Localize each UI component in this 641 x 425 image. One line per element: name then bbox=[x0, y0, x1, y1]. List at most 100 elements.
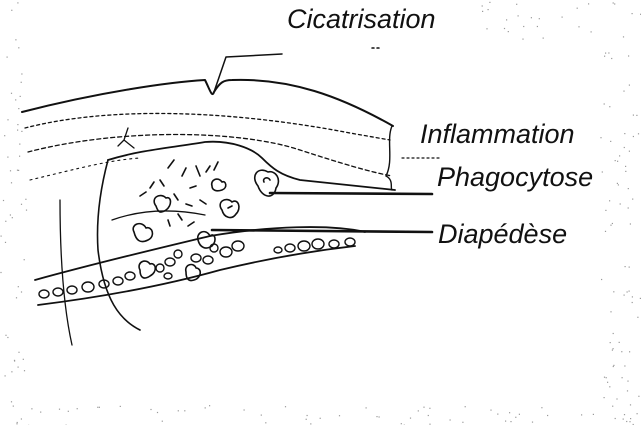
speckle-dot bbox=[637, 317, 638, 318]
speckle-dot bbox=[531, 17, 532, 18]
speckle-dot bbox=[629, 291, 630, 292]
speckle-dot bbox=[40, 412, 41, 413]
speckle-dot bbox=[5, 242, 6, 243]
speckle-dot bbox=[20, 96, 21, 97]
speckle-dot bbox=[1, 236, 2, 237]
speckle-dot bbox=[68, 411, 69, 412]
speckle-dot bbox=[630, 418, 631, 419]
speckle-dot bbox=[11, 93, 12, 94]
speckle-dot bbox=[627, 291, 628, 292]
speckle-dot bbox=[15, 99, 16, 100]
inner-boundary-line bbox=[112, 211, 205, 220]
speckle-dot bbox=[607, 382, 608, 383]
red-blood-cell bbox=[191, 254, 201, 262]
speckle-dot bbox=[581, 414, 582, 415]
speckle-dot bbox=[376, 416, 377, 417]
speckle-dot bbox=[532, 422, 533, 423]
speckle-dot bbox=[625, 166, 626, 167]
speckle-dot bbox=[401, 423, 402, 424]
speckle-dot bbox=[24, 370, 25, 371]
speckle-dot bbox=[465, 406, 466, 407]
speckle-dot bbox=[21, 82, 22, 83]
speckle-dot bbox=[632, 13, 633, 14]
speckle-dot bbox=[609, 200, 610, 201]
speckle-dot bbox=[616, 398, 617, 399]
speckle-dot bbox=[629, 351, 630, 352]
speckle-dot bbox=[543, 38, 544, 39]
speckle-dot bbox=[578, 26, 579, 27]
speckle-dot bbox=[429, 408, 430, 409]
speckle-dot bbox=[613, 291, 614, 292]
speckle-dot bbox=[617, 161, 618, 162]
speckle-dot bbox=[624, 365, 625, 366]
speckle-dot bbox=[608, 52, 609, 53]
speckle-dot bbox=[601, 279, 602, 280]
speckle-dot bbox=[21, 204, 22, 205]
speckle-dot bbox=[624, 414, 625, 415]
bacterium bbox=[188, 222, 194, 226]
speckle-dot bbox=[615, 160, 616, 161]
speckle-dot bbox=[5, 335, 6, 336]
speckle-dot bbox=[209, 405, 210, 406]
speckle-dot bbox=[285, 406, 286, 407]
speckle-dot bbox=[16, 297, 17, 298]
speckle-dot bbox=[515, 417, 516, 418]
speckle-dot bbox=[423, 407, 424, 408]
speckle-dot bbox=[627, 381, 628, 382]
red-blood-cell bbox=[156, 264, 164, 272]
speckle-dot bbox=[21, 73, 22, 74]
speckle-dot bbox=[624, 133, 625, 134]
speckle-dot bbox=[7, 337, 8, 338]
speckle-dot bbox=[0, 272, 1, 273]
speckle-dot bbox=[629, 267, 630, 268]
speckle-dot bbox=[518, 15, 519, 16]
speckle-dot bbox=[184, 410, 185, 411]
speckle-dot bbox=[606, 377, 607, 378]
speckle-dot bbox=[610, 311, 611, 312]
speckle-dot bbox=[623, 91, 624, 92]
speckle-dot bbox=[3, 200, 4, 201]
speckle-dot bbox=[629, 85, 630, 86]
speckle-dot bbox=[613, 348, 614, 349]
diapedese-cell bbox=[198, 232, 215, 248]
red-blood-cell bbox=[164, 273, 172, 279]
speckle-dot bbox=[265, 422, 266, 423]
speckle-dot bbox=[627, 390, 628, 391]
red-blood-cell bbox=[232, 241, 244, 251]
speckle-dot bbox=[617, 183, 618, 184]
dermis-boundary-line bbox=[28, 135, 392, 177]
speckle-dot bbox=[622, 377, 623, 378]
bacterium bbox=[186, 204, 192, 206]
speckle-dot bbox=[7, 57, 8, 58]
speckle-dot bbox=[504, 28, 505, 29]
speckle-dot bbox=[178, 410, 179, 411]
speckle-dot bbox=[428, 415, 429, 416]
speckle-dot bbox=[623, 36, 624, 37]
speckle-dot bbox=[15, 39, 16, 40]
speckle-dot bbox=[18, 108, 19, 109]
speckle-dot bbox=[490, 410, 491, 411]
speckle-dot bbox=[307, 415, 308, 416]
red-blood-cell bbox=[210, 244, 218, 252]
speckle-dot bbox=[613, 2, 614, 3]
speckle-dot bbox=[605, 210, 606, 211]
speckle-dot bbox=[630, 404, 631, 405]
speckle-dot bbox=[508, 31, 509, 32]
speckle-dot bbox=[7, 119, 8, 120]
speckle-dot bbox=[637, 413, 638, 414]
speckle-dot bbox=[620, 203, 621, 204]
speckle-dot bbox=[604, 377, 605, 378]
speckle-dot bbox=[612, 350, 613, 351]
speckle-dot bbox=[18, 170, 19, 171]
speckle-dot bbox=[77, 408, 78, 409]
speckle-dot bbox=[632, 296, 633, 297]
speckle-dot bbox=[17, 2, 18, 3]
speckle-dot bbox=[157, 412, 158, 413]
bacterium bbox=[168, 160, 174, 168]
speckle-dot bbox=[562, 17, 563, 18]
wound-crack-line bbox=[118, 128, 134, 148]
red-blood-cell bbox=[220, 247, 232, 257]
speckle-dot bbox=[19, 156, 20, 157]
speckle-dot bbox=[488, 9, 489, 10]
